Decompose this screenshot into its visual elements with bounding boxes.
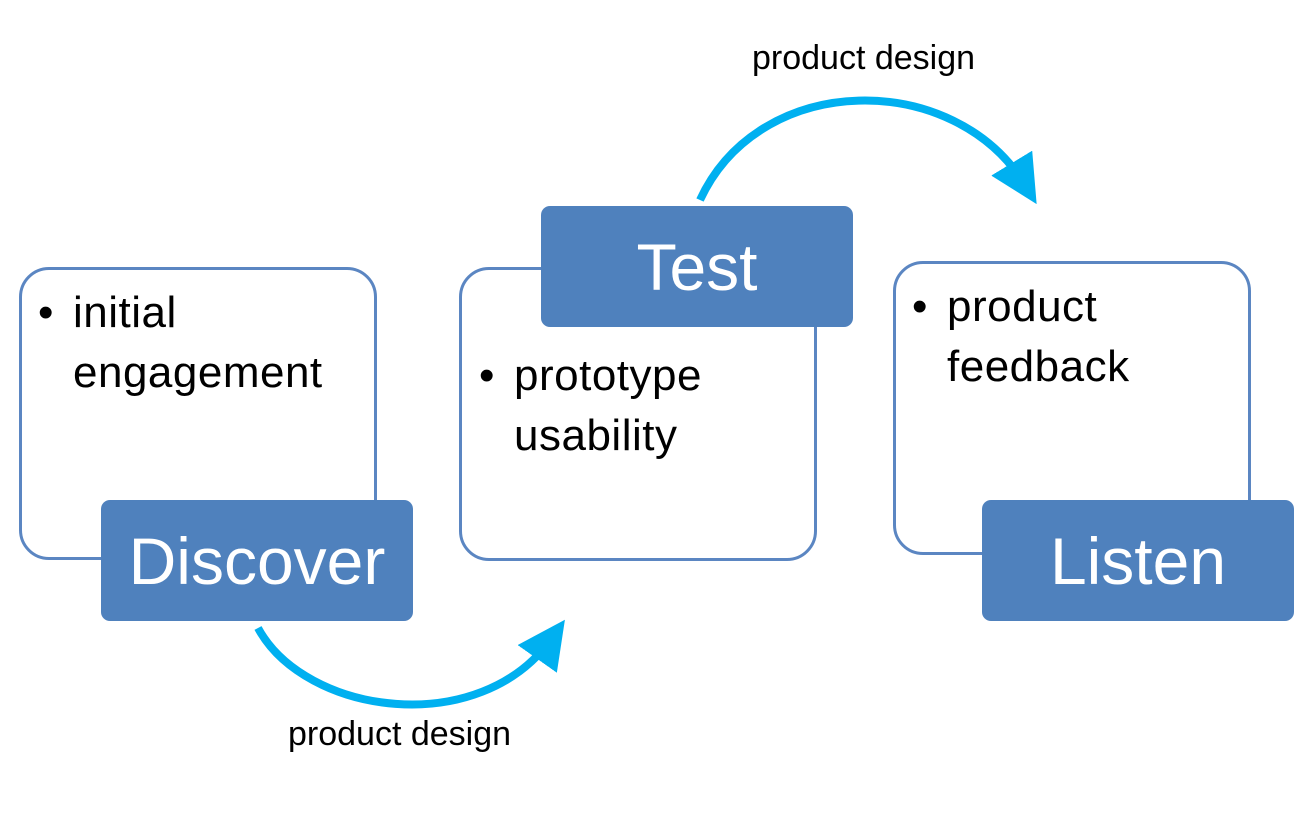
- test-label: Test: [541, 206, 853, 327]
- test-bullet-item: • prototype usability: [479, 346, 809, 466]
- listen-bullet-item: • product feedback: [912, 277, 1242, 397]
- bullet-dot-icon: •: [38, 288, 54, 337]
- discover-card-body: • initial engagement: [38, 283, 368, 403]
- bullet-dot-icon: •: [912, 282, 928, 331]
- listen-bullet-line-2: feedback: [947, 342, 1130, 391]
- test-card-body: • prototype usability: [479, 346, 809, 466]
- discover-bullet-line-2: engagement: [73, 348, 323, 397]
- test-bullet-line-2: usability: [514, 411, 678, 460]
- connector-label-1: product design: [288, 715, 512, 753]
- connector-arrow-1: [254, 619, 565, 709]
- listen-bullet-line-1: product: [947, 282, 1098, 331]
- bullet-dot-icon: •: [479, 351, 495, 400]
- discover-bullet-line-1: initial: [73, 288, 177, 337]
- listen-card-body: • product feedback: [912, 277, 1242, 397]
- discover-label: Discover: [101, 500, 413, 621]
- connector-label-2: product design: [752, 39, 976, 77]
- listen-label: Listen: [982, 500, 1294, 621]
- discover-bullet-item: • initial engagement: [38, 283, 368, 403]
- test-bullet-line-1: prototype: [514, 351, 702, 400]
- connector-arrow-2: [696, 96, 1037, 205]
